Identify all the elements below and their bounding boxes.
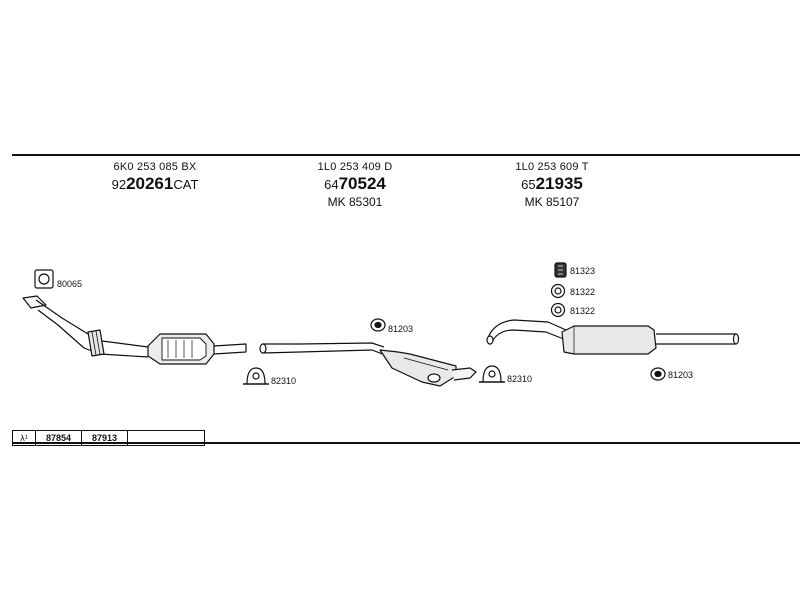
clamp-icon-right <box>479 365 505 383</box>
legend-empty-cell <box>128 431 205 445</box>
section-middle-mk: MK 85301 <box>327 195 383 209</box>
legend-value-1: 87854 <box>36 431 82 445</box>
rubber-mount-icon-top <box>554 262 567 278</box>
ring-upper-label: 81322 <box>570 287 595 297</box>
lambda-symbol-cell: λ¹ <box>13 431 36 445</box>
ring-rear-label: 81203 <box>668 370 693 380</box>
section-rear-ref: 1L0 253 609 T <box>515 161 589 173</box>
rear-silencer-section <box>486 319 740 355</box>
section-middle-number: 6470524 <box>255 174 455 195</box>
section-middle-num-main: 70524 <box>338 174 386 193</box>
section-front-num-prefix: 92 <box>111 177 127 192</box>
middle-silencer-section <box>259 342 477 387</box>
sensor-legend-table: λ¹ 87854 87913 <box>12 430 205 446</box>
section-front-num-suffix: CAT <box>173 177 199 192</box>
legend-value-2: 87913 <box>82 431 128 445</box>
ring-middle-label: 81203 <box>388 324 413 334</box>
section-middle-header: 1L0 253 409 D 6470524 MK 85301 <box>255 160 455 210</box>
section-front-number: 9220261CAT <box>55 174 255 195</box>
section-middle-ref: 1L0 253 409 D <box>317 161 393 173</box>
section-rear-mk: MK 85107 <box>524 195 580 209</box>
catalytic-converter-section <box>22 295 247 365</box>
top-divider-line <box>12 154 800 156</box>
section-rear-header: 1L0 253 609 T 6521935 MK 85107 <box>452 160 652 210</box>
clamp-left-label: 82310 <box>271 376 296 386</box>
gasket-icon-front <box>34 269 54 289</box>
mount-top-label: 81323 <box>570 266 595 276</box>
rubber-ring-icon-upper <box>550 283 566 299</box>
section-middle-num-prefix: 64 <box>324 177 339 192</box>
clamp-icon-left <box>243 367 269 385</box>
ring-lower-label: 81322 <box>570 306 595 316</box>
bottom-divider-line <box>12 442 800 444</box>
rubber-ring-icon-middle <box>370 318 386 332</box>
section-front-header: 6K0 253 085 BX 9220261CAT <box>55 160 255 195</box>
section-rear-number: 6521935 <box>452 174 652 195</box>
gasket-front-label: 80065 <box>57 279 82 289</box>
section-rear-num-main: 21935 <box>535 174 583 193</box>
rubber-ring-icon-lower <box>550 302 566 318</box>
section-rear-num-prefix: 65 <box>521 177 536 192</box>
rubber-ring-icon-rear <box>650 367 666 381</box>
section-front-ref: 6K0 253 085 BX <box>113 161 197 173</box>
section-front-num-main: 20261 <box>126 174 174 193</box>
clamp-right-label: 82310 <box>507 374 532 384</box>
